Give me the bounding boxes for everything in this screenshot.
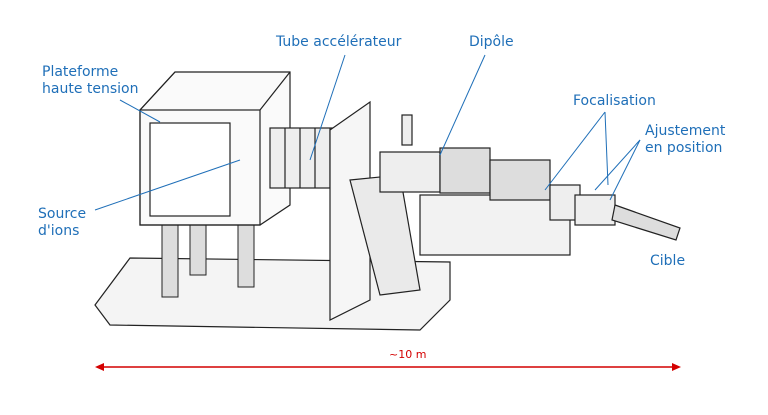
label-line: d'ions — [38, 223, 80, 239]
label-tube: Tube accélérateur — [276, 34, 402, 50]
label-line: Source — [38, 206, 87, 222]
support-frame — [329, 100, 371, 321]
leader-lines — [94, 54, 641, 211]
label-line: haute tension — [42, 81, 139, 97]
scale-label: ~10 m — [389, 348, 427, 361]
scale-arrow — [95, 363, 681, 371]
accelerator-tube — [269, 127, 341, 189]
label-focalisation: Focalisation — [573, 93, 656, 109]
label-line: Ajustement — [645, 123, 726, 139]
label-plateforme: Plateforme haute tension — [42, 64, 138, 98]
label-line: Plateforme — [42, 64, 119, 80]
hv-platform-cage — [139, 71, 291, 226]
label-ajustement: Ajustement en position — [645, 123, 725, 157]
label-line: en position — [645, 140, 723, 156]
beamline — [379, 114, 681, 256]
machine-outline — [94, 71, 681, 331]
label-dipole: Dipôle — [469, 34, 514, 50]
label-cible: Cible — [650, 253, 686, 269]
label-source: Source d'ions — [38, 206, 86, 240]
